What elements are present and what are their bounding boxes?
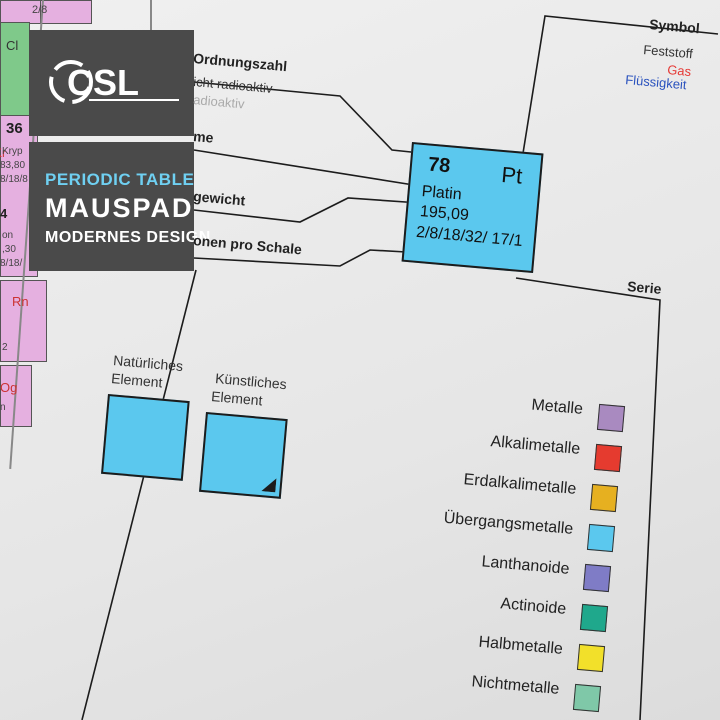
divider-left xyxy=(81,269,197,720)
cell-text-shells: 8/18/8 xyxy=(0,174,28,185)
cell-text-818: 8/18/ xyxy=(0,258,23,269)
series-swatch xyxy=(586,523,615,553)
cell-text-on: on xyxy=(2,230,14,241)
label-name: me xyxy=(192,128,215,146)
banner-line-3: MODERNES DESIGN xyxy=(45,229,211,246)
line-schalen xyxy=(193,249,407,267)
element-tile-platin: 78 Pt Platin 195,09 2/8/18/32/ 17/1 xyxy=(401,142,544,274)
banner-line-2: MAUSPAD xyxy=(45,193,194,223)
table-border-line-2 xyxy=(150,0,152,40)
cell-text-30: ,30 xyxy=(2,244,16,255)
cell-text-n: n xyxy=(0,402,6,413)
series-swatch xyxy=(573,683,602,713)
table-cell-rn xyxy=(0,280,47,362)
tile-symbol: Pt xyxy=(500,161,524,189)
natural-element-square xyxy=(101,394,190,481)
label-serie: Serie xyxy=(626,278,663,297)
series-swatch xyxy=(583,563,612,593)
artificial-marker-icon xyxy=(261,478,277,493)
cell-text-og: Og xyxy=(0,380,18,395)
tile-name: Platin xyxy=(420,183,463,204)
line-serie xyxy=(515,277,661,720)
line-ordnungszahl xyxy=(193,81,431,155)
logo-box: CSL xyxy=(29,30,194,136)
brand-logo-text: CSL xyxy=(67,62,139,103)
cell-text-2: 2 xyxy=(2,342,8,353)
line-name xyxy=(193,149,421,187)
cell-text-kryp: Kryp xyxy=(2,146,23,157)
cell-text-mass: 83,80 xyxy=(0,160,26,171)
cell-text-kr: Kr xyxy=(0,146,6,160)
series-swatch xyxy=(596,403,626,433)
tile-atomic-number: 78 xyxy=(427,153,452,178)
line-gewicht xyxy=(193,197,421,223)
series-swatch xyxy=(576,643,605,673)
series-swatch xyxy=(590,483,619,513)
series-swatch xyxy=(593,443,622,473)
cell-text-36: 36 xyxy=(6,120,23,137)
series-swatch xyxy=(579,603,609,633)
cell-text-rn: Rn xyxy=(12,294,29,309)
csl-logo-icon xyxy=(49,60,179,104)
cell-text-cl: Cl xyxy=(6,38,19,53)
cell-text-28: 2/8 xyxy=(32,4,48,16)
banner-line-1: PERIODIC TABLE xyxy=(45,170,195,189)
line-symbol xyxy=(519,15,719,173)
cell-text-4: 4 xyxy=(0,206,8,221)
product-banner xyxy=(29,142,194,271)
artificial-element-square xyxy=(199,412,288,499)
tile-mass: 195,09 xyxy=(419,202,470,225)
tile-shells: 2/8/18/32/ 17/1 xyxy=(415,223,524,250)
